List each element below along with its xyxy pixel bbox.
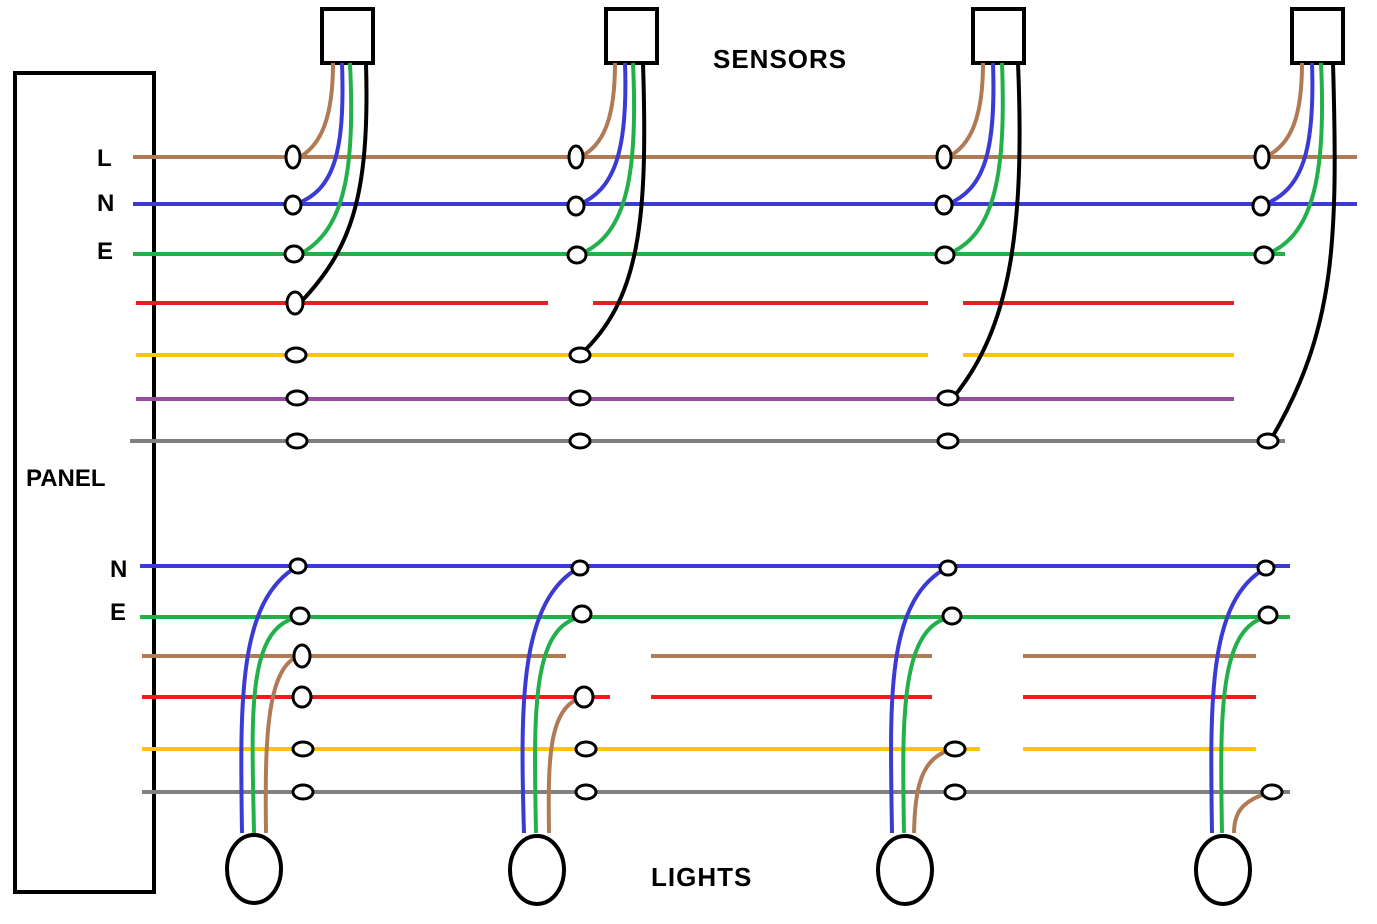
connector <box>573 685 595 709</box>
sensor-1-earth-wire <box>299 62 354 256</box>
sensor-1-switched-wire <box>298 62 369 305</box>
sensor-box-1 <box>320 7 375 65</box>
connector <box>1256 432 1280 450</box>
sensor-box-4 <box>1290 7 1345 65</box>
connector <box>935 144 953 170</box>
connector <box>571 604 593 624</box>
connector <box>288 557 308 575</box>
sensor-3-neutral-wire <box>945 62 996 207</box>
connector <box>570 559 590 577</box>
connector <box>1253 245 1275 265</box>
supply-label-l: L <box>97 145 112 172</box>
lights-bus-label-n: N <box>110 556 127 583</box>
supply-label-n: N <box>97 190 114 217</box>
sensor-4-live-wire <box>1264 62 1304 159</box>
connector <box>943 740 967 758</box>
connector <box>283 244 305 264</box>
connector <box>285 290 305 316</box>
light-bulb-4 <box>1194 834 1252 906</box>
light-bulb-1 <box>225 833 283 905</box>
light-3-earth-wire <box>901 615 953 834</box>
light-3-neutral-wire <box>889 565 949 834</box>
connector <box>568 432 592 450</box>
sensor-3-earth-wire <box>947 62 1005 256</box>
light-bulb-2 <box>508 834 566 906</box>
connector <box>568 389 592 407</box>
panel-label: PANEL <box>26 465 106 492</box>
sensor-1-live-wire <box>298 62 335 159</box>
connector <box>941 606 963 626</box>
light-bulb-3 <box>876 834 934 906</box>
connector <box>567 144 585 170</box>
light-2-neutral-wire <box>520 565 581 834</box>
connector <box>936 389 960 407</box>
connector <box>1260 783 1284 801</box>
sensor-4-neutral-wire <box>1262 62 1315 207</box>
connector <box>291 685 313 709</box>
light-1-neutral-wire <box>239 564 299 834</box>
connector <box>936 432 960 450</box>
sensor-2-neutral-wire <box>577 62 628 207</box>
light-4-neutral-wire <box>1209 566 1267 834</box>
connector <box>285 432 309 450</box>
connector <box>285 389 309 407</box>
connector <box>283 194 303 216</box>
connector <box>1257 605 1279 625</box>
sensor-box-3 <box>971 7 1026 65</box>
light-2-earth-wire <box>533 615 583 834</box>
light-1-earth-wire <box>250 615 301 834</box>
connector <box>292 643 312 669</box>
connector <box>938 559 958 577</box>
sensor-box-2 <box>604 7 659 65</box>
sensor-1-neutral-wire <box>295 62 345 206</box>
connector <box>568 346 592 364</box>
connector <box>284 346 308 364</box>
connector <box>1251 195 1271 217</box>
lights-label: LIGHTS <box>651 862 752 892</box>
light-2-feed-wire <box>546 695 585 834</box>
lights-bus-label-e: E <box>110 599 126 626</box>
connector <box>943 783 967 801</box>
connector <box>1253 144 1271 170</box>
sensor-2-live-wire <box>579 62 617 159</box>
sensors-label: SENSORS <box>713 44 847 74</box>
connector <box>934 245 956 265</box>
sensor-4-earth-wire <box>1266 62 1325 256</box>
sensor-2-earth-wire <box>579 62 637 256</box>
connector <box>566 245 588 265</box>
panel-box <box>13 71 156 894</box>
sensor-4-switched-wire <box>1268 62 1337 443</box>
connector <box>566 195 586 217</box>
connector <box>574 783 598 801</box>
sensor-3-live-wire <box>947 62 985 159</box>
light-4-earth-wire <box>1219 615 1269 834</box>
connector <box>934 194 954 216</box>
light-1-feed-wire <box>263 654 301 834</box>
connector <box>289 606 311 626</box>
sensor-3-switched-wire <box>950 62 1022 401</box>
connector <box>291 783 315 801</box>
connector <box>284 144 302 170</box>
connector <box>291 740 315 758</box>
sensor-2-switched-wire <box>578 62 647 357</box>
connector <box>574 740 598 758</box>
connector <box>1256 559 1276 577</box>
supply-label-e: E <box>97 238 113 265</box>
